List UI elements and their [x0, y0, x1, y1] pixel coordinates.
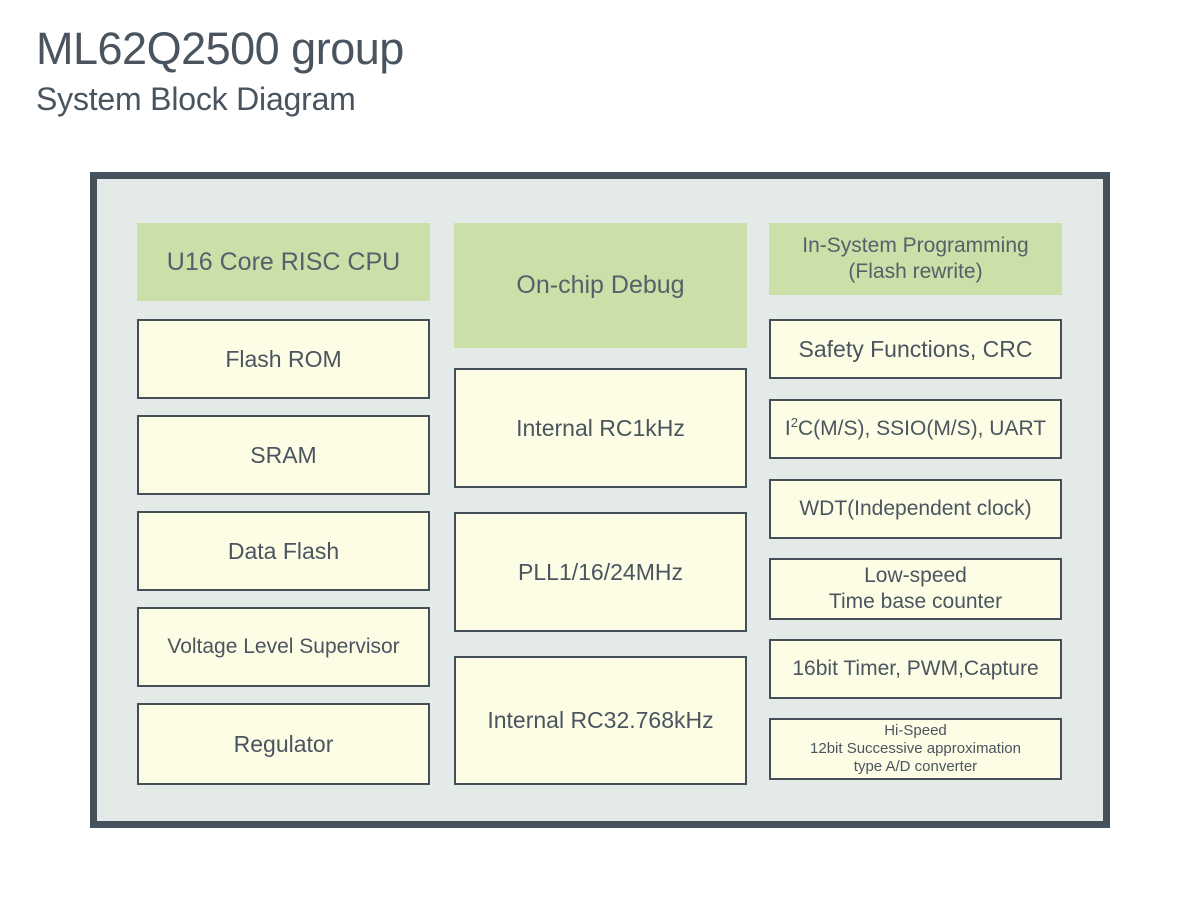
- block-in-system-programming-label: In-System Programming (Flash rewrite): [802, 234, 1029, 283]
- block-timer-pwm-capture[interactable]: 16bit Timer, PWM,Capture: [769, 639, 1062, 699]
- block-safety-functions-label: Safety Functions, CRC: [798, 335, 1033, 362]
- block-ad-converter-label: Hi-Speed 12bit Successive approximation …: [810, 721, 1021, 776]
- block-data-flash[interactable]: Data Flash: [137, 511, 430, 591]
- block-in-system-programming[interactable]: In-System Programming (Flash rewrite): [769, 223, 1062, 295]
- block-cpu-label: U16 Core RISC CPU: [166, 247, 401, 276]
- block-voltage-level-supervisor-label: Voltage Level Supervisor: [167, 635, 400, 659]
- block-sram[interactable]: SRAM: [137, 415, 430, 495]
- chip-outline-frame: U16 Core RISC CPU Flash ROM SRAM Data Fl…: [90, 172, 1110, 828]
- block-regulator[interactable]: Regulator: [137, 703, 430, 785]
- block-data-flash-label: Data Flash: [227, 537, 340, 564]
- block-serial-interfaces[interactable]: I2C(M/S), SSIO(M/S), UART: [769, 399, 1062, 459]
- block-on-chip-debug-label: On-chip Debug: [516, 271, 685, 300]
- block-wdt[interactable]: WDT(Independent clock): [769, 479, 1062, 539]
- block-pll-label: PLL1/16/24MHz: [518, 558, 683, 585]
- block-cpu[interactable]: U16 Core RISC CPU: [137, 223, 430, 301]
- block-sram-label: SRAM: [250, 441, 317, 468]
- page-title: ML62Q2500 group: [36, 23, 404, 74]
- block-internal-rc-1khz-label: Internal RC1kHz: [516, 414, 685, 441]
- chip-interior-panel: U16 Core RISC CPU Flash ROM SRAM Data Fl…: [97, 179, 1103, 821]
- block-on-chip-debug[interactable]: On-chip Debug: [454, 223, 747, 348]
- block-flash-rom-label: Flash ROM: [225, 345, 342, 372]
- block-ad-converter[interactable]: Hi-Speed 12bit Successive approximation …: [769, 718, 1062, 780]
- block-flash-rom[interactable]: Flash ROM: [137, 319, 430, 399]
- block-safety-functions[interactable]: Safety Functions, CRC: [769, 319, 1062, 379]
- page-title-block: ML62Q2500 group System Block Diagram: [36, 22, 736, 119]
- page-subtitle: System Block Diagram: [36, 81, 356, 118]
- block-voltage-level-supervisor[interactable]: Voltage Level Supervisor: [137, 607, 430, 687]
- block-low-speed-time-base-counter[interactable]: Low-speed Time base counter: [769, 558, 1062, 620]
- block-timer-pwm-capture-label: 16bit Timer, PWM,Capture: [792, 657, 1039, 681]
- block-pll[interactable]: PLL1/16/24MHz: [454, 512, 747, 632]
- block-low-speed-time-base-counter-label: Low-speed Time base counter: [828, 564, 1003, 613]
- block-regulator-label: Regulator: [233, 730, 334, 757]
- block-internal-rc-32768khz-label: Internal RC32.768kHz: [487, 707, 714, 734]
- block-serial-interfaces-label: I2C(M/S), SSIO(M/S), UART: [784, 415, 1047, 441]
- block-internal-rc-32768khz[interactable]: Internal RC32.768kHz: [454, 656, 747, 785]
- block-internal-rc-1khz[interactable]: Internal RC1kHz: [454, 368, 747, 488]
- block-wdt-label: WDT(Independent clock): [799, 497, 1032, 521]
